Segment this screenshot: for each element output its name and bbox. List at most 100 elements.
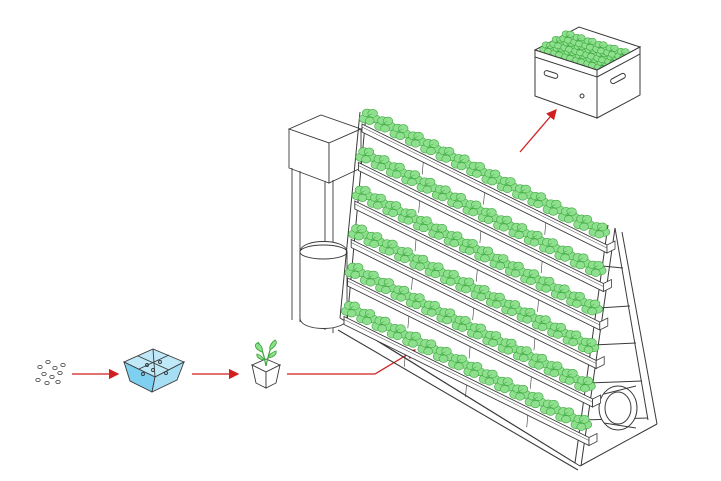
lettuce-plant <box>409 254 431 271</box>
seeds-icon <box>35 359 66 385</box>
lettuce-plant <box>547 322 569 339</box>
lettuce-plant <box>528 353 550 370</box>
lettuce-plant <box>516 307 538 324</box>
rack-shelf <box>355 147 612 293</box>
lettuce-plant <box>359 270 382 287</box>
lettuce-plant <box>481 169 503 186</box>
arrow-rack-to-crate <box>519 109 557 153</box>
lettuce-plant <box>462 200 484 217</box>
lettuce-plant <box>466 161 488 178</box>
pump-drum-icon <box>598 385 638 431</box>
lettuce-plant <box>428 223 450 240</box>
lettuce-plant <box>509 384 531 401</box>
lettuce-plant <box>535 276 557 293</box>
lettuce-plant <box>569 253 592 270</box>
crate-lettuce <box>592 41 610 55</box>
lettuce-plant <box>401 169 423 187</box>
lettuce-plant <box>413 216 435 233</box>
arrow-pot-to-rack <box>287 349 417 375</box>
water-tank-icon <box>287 114 363 333</box>
lettuce-plant <box>501 299 523 317</box>
lettuce-plant <box>435 146 457 163</box>
lettuce-plant <box>496 176 519 193</box>
lettuce-plant <box>520 268 542 286</box>
crate-lettuce <box>581 37 599 51</box>
lettuce-plant <box>443 231 465 248</box>
lettuce-plant <box>497 338 520 355</box>
lettuce-plant <box>531 315 554 332</box>
lettuce-plant <box>577 337 600 354</box>
crate-lettuce <box>559 30 577 44</box>
lettuce-plant <box>355 147 377 164</box>
lettuce-plant <box>348 224 370 241</box>
lettuce-plant <box>508 222 530 240</box>
lettuce-plant <box>585 260 607 277</box>
lettuce-plant <box>458 238 481 255</box>
lettuce-plant <box>482 330 504 347</box>
lettuce-plant <box>570 414 592 431</box>
lettuce-plant <box>356 308 378 325</box>
lettuce-plant <box>378 239 401 256</box>
lettuce-plant <box>404 131 427 148</box>
lettuce-plant <box>386 323 409 341</box>
lettuce-plant <box>420 139 442 156</box>
lettuce-plant <box>493 215 515 232</box>
lettuce-plant <box>344 262 366 279</box>
lettuce-plant <box>555 407 577 424</box>
lettuce-plant <box>504 261 527 278</box>
lettuce-plant <box>512 184 534 201</box>
lettuce-plant <box>486 292 508 309</box>
lettuce-plant <box>513 345 535 363</box>
lettuce-plant <box>474 246 496 263</box>
lettuce-plant <box>374 116 396 133</box>
lettuce-plant <box>554 245 576 262</box>
produce-box-icon <box>533 26 642 119</box>
lettuce-plant <box>450 154 473 171</box>
lettuce-plant <box>573 214 595 231</box>
lettuce-plant <box>540 399 562 416</box>
rack-shelf <box>359 108 616 254</box>
lettuce-plant <box>432 346 455 363</box>
lettuce-plant <box>448 354 470 371</box>
lettuce-plant <box>542 199 565 216</box>
lettuce-plant <box>588 222 610 239</box>
rack-shelves <box>337 108 616 471</box>
lettuce-plant <box>467 323 489 340</box>
lettuce-plant <box>562 330 584 347</box>
lettuce-plant <box>489 253 511 270</box>
lettuce-plant <box>424 262 447 279</box>
lettuce-plant <box>389 123 411 141</box>
lettuce-plant <box>470 284 493 301</box>
lettuce-plant <box>581 299 603 316</box>
lettuce-plant <box>417 339 439 356</box>
lettuce-plant <box>447 192 469 209</box>
lettuce-plant <box>463 361 485 378</box>
lettuce-plant <box>574 376 596 393</box>
rack-shelf <box>344 262 601 408</box>
lettuce-plant <box>477 207 500 224</box>
lettuce-plant <box>527 191 549 209</box>
lettuce-plant <box>566 291 588 308</box>
lettuce-plant <box>394 246 416 264</box>
lettuce-plant <box>416 177 438 194</box>
lettuce-plant <box>451 315 474 332</box>
lettuce-plant <box>539 238 561 255</box>
lettuce-plant <box>363 231 385 248</box>
lettuce-plant <box>351 185 374 202</box>
lettuce-plant <box>390 285 412 302</box>
lettuce-plant <box>367 193 389 210</box>
lettuce-plant <box>524 392 547 409</box>
lettuce-plant <box>421 300 443 317</box>
rack-shelf <box>348 224 605 370</box>
lettuce-plant <box>341 301 363 318</box>
seedling-icon <box>250 339 282 389</box>
lettuce-plant <box>397 208 420 225</box>
lettuce-plant <box>455 277 477 294</box>
lettuce-plant <box>375 277 397 295</box>
water-tray-icon <box>122 348 186 393</box>
lettuce-plant <box>494 376 516 394</box>
lettuce-plant <box>431 185 454 202</box>
lettuce-plant <box>370 154 393 171</box>
